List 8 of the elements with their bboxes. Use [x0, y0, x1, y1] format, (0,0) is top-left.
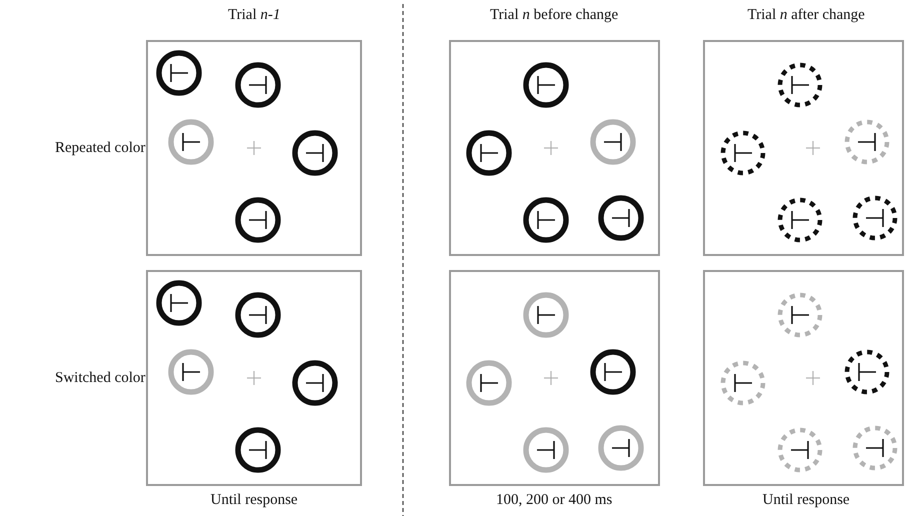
duration-label: Until response — [762, 491, 850, 509]
column-heading: Trial n after change — [748, 6, 865, 24]
duration-label: 100, 200 or 400 ms — [496, 491, 612, 509]
row-label: Repeated color — [55, 139, 146, 157]
column-heading: Trial n-1 — [228, 6, 280, 24]
duration-label: Until response — [210, 491, 298, 509]
column-heading: Trial n before change — [490, 6, 618, 24]
row-label: Switched color — [55, 369, 146, 387]
